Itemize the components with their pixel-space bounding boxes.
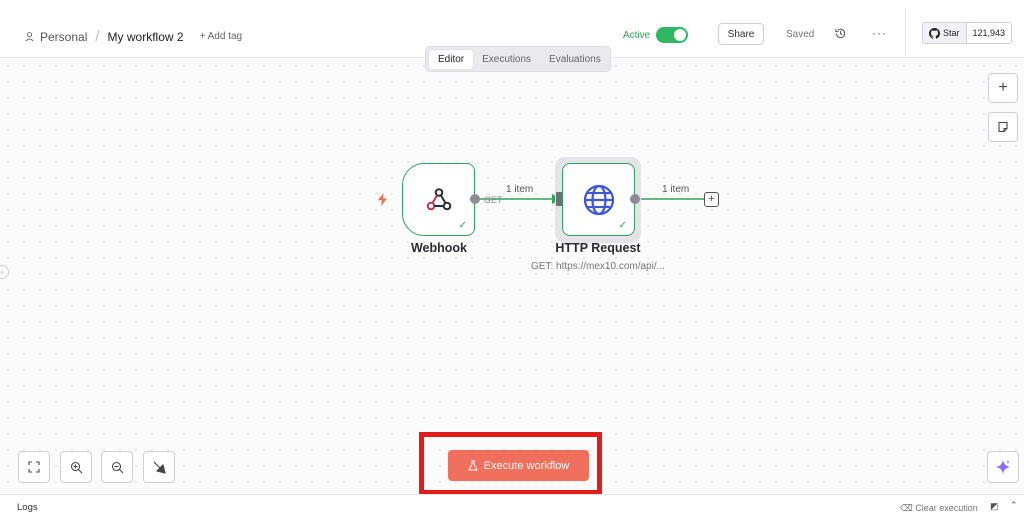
clear-execution-label: Clear execution <box>915 503 978 513</box>
history-icon[interactable] <box>834 27 847 40</box>
clear-execution-button[interactable]: ⌫ Clear execution <box>900 503 978 514</box>
globe-icon <box>583 184 615 216</box>
node-http-request-label: HTTP Request <box>555 241 641 255</box>
sticky-note-button[interactable] <box>988 112 1018 142</box>
node-webhook-label: Webhook <box>410 241 468 255</box>
success-check-icon: ✓ <box>618 220 627 231</box>
header-divider <box>905 8 906 56</box>
zoom-out-icon <box>111 461 123 473</box>
workflow-name[interactable]: My workflow 2 <box>107 29 184 44</box>
breadcrumb-separator: / <box>95 28 100 45</box>
highlight-box <box>419 432 602 495</box>
node-http-request-subtitle: GET: https://mex10.com/api/... <box>531 261 665 272</box>
zoom-out-button[interactable] <box>101 451 133 483</box>
http-input-handle[interactable] <box>556 192 565 206</box>
add-next-node-button[interactable]: + <box>704 192 719 207</box>
tab-evaluations[interactable]: Evaluations <box>549 53 601 65</box>
webhook-icon <box>426 188 452 211</box>
zoom-in-button[interactable] <box>60 451 92 483</box>
sidebar-collapse-button[interactable]: ‹ <box>0 265 9 279</box>
breadcrumb: Personal / My workflow 2 + Add tag <box>24 28 242 45</box>
tidy-up-button[interactable] <box>143 451 175 483</box>
node-http-request[interactable]: ✓ <box>562 163 635 236</box>
fit-view-icon <box>28 461 40 473</box>
lightning-icon <box>378 193 387 206</box>
add-tag-button[interactable]: + Add tag <box>199 31 243 42</box>
output-method-label: GET <box>484 195 503 205</box>
toggle-knob <box>674 29 687 41</box>
trash-icon: ⌫ <box>900 503 913 513</box>
view-tabs: Editor Executions Evaluations <box>425 46 611 72</box>
connection-label: 1 item <box>662 184 690 195</box>
active-label: Active <box>623 29 651 41</box>
success-check-icon: ✓ <box>458 220 467 231</box>
zoom-in-icon <box>70 461 82 473</box>
flask-icon <box>467 460 478 471</box>
breadcrumb-project[interactable]: Personal <box>40 29 88 44</box>
sticky-note-icon <box>998 121 1008 133</box>
github-star-button[interactable]: Star <box>923 23 967 43</box>
github-star-count: 121,943 <box>966 23 1012 43</box>
http-output-handle[interactable] <box>630 194 640 204</box>
github-icon <box>929 27 940 39</box>
add-node-side-button[interactable]: + <box>988 73 1018 103</box>
share-button[interactable]: Share <box>718 23 764 45</box>
execute-workflow-button[interactable]: Execute workflow <box>448 450 589 481</box>
ai-assistant-button[interactable] <box>987 451 1019 483</box>
active-toggle-group: Active <box>623 27 689 43</box>
tab-executions[interactable]: Executions <box>482 53 532 65</box>
tidy-up-icon <box>153 461 166 474</box>
saved-status: Saved <box>786 29 815 40</box>
github-star-widget[interactable]: Star 121,943 <box>922 22 1013 44</box>
webhook-output-handle[interactable] <box>470 194 480 204</box>
pop-out-icon[interactable]: ◩ <box>990 501 999 511</box>
plus-icon: + <box>998 79 1008 96</box>
execute-workflow-label: Execute workflow <box>483 459 570 472</box>
node-webhook[interactable]: ✓ <box>402 163 475 236</box>
more-options-button[interactable]: ··· <box>872 26 887 40</box>
sparkle-icon <box>996 460 1010 474</box>
connection-label: 1 item <box>506 184 534 195</box>
fit-view-button[interactable] <box>18 451 50 483</box>
tab-editor[interactable]: Editor <box>429 49 474 69</box>
logs-bar[interactable]: Logs ⌫ Clear execution ◩ ⌃ <box>0 494 1024 513</box>
github-star-label: Star <box>943 28 960 38</box>
user-icon <box>25 32 34 42</box>
logs-label[interactable]: Logs <box>17 502 38 513</box>
chevron-up-icon[interactable]: ⌃ <box>1010 500 1018 510</box>
active-toggle[interactable] <box>656 27 689 43</box>
workflow-canvas[interactable] <box>0 58 1024 494</box>
